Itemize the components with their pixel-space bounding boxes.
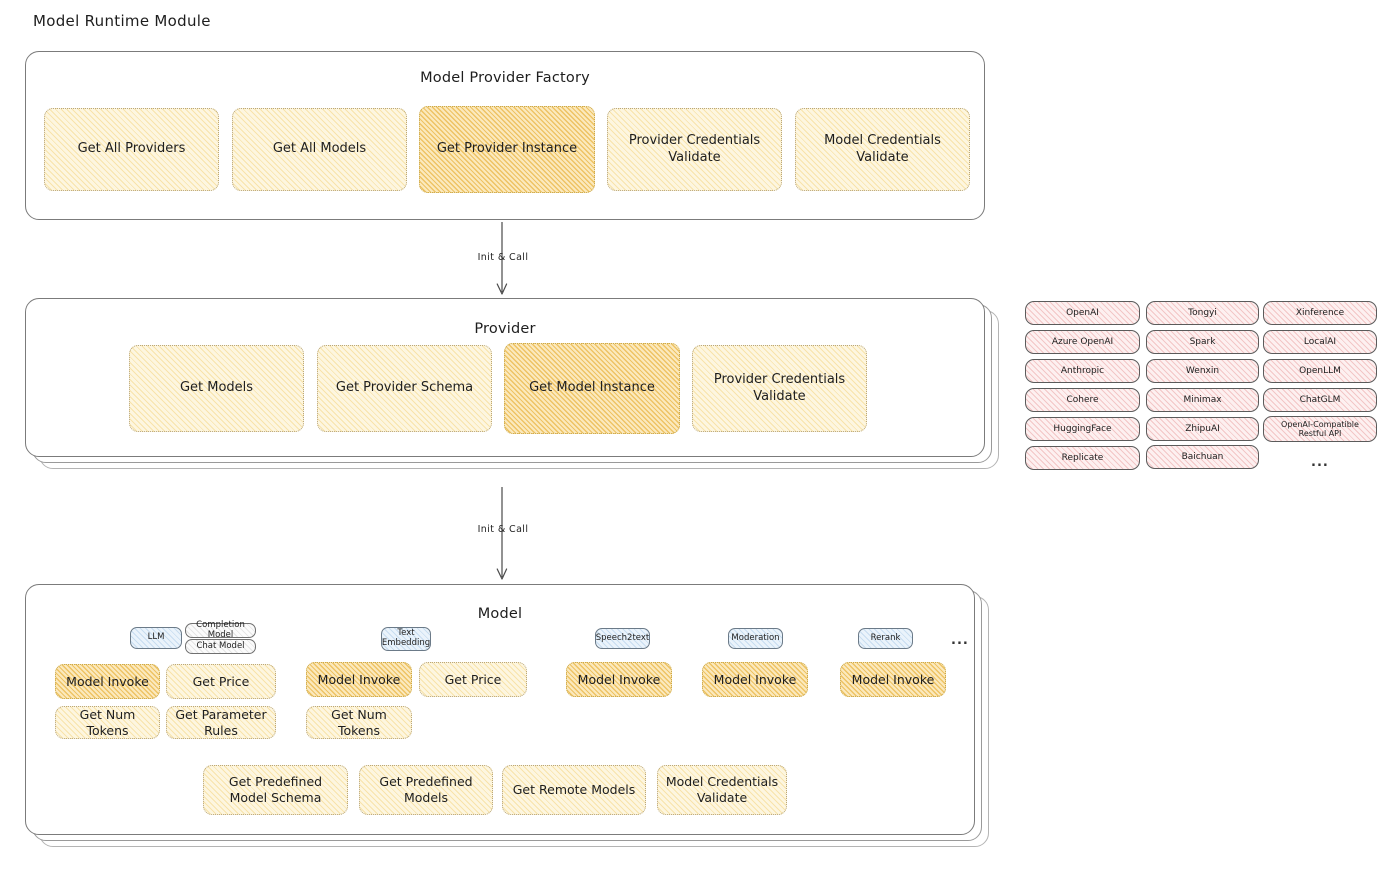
provider-chip-cohere[interactable]: Cohere — [1025, 388, 1140, 412]
speech2text-method-model-invoke[interactable]: Model Invoke — [566, 662, 672, 697]
llm-method-get-num-tokens[interactable]: Get Num Tokens — [55, 706, 160, 739]
arrow-label-init-call-1: Init & Call — [477, 252, 529, 263]
moderation-method-model-invoke[interactable]: Model Invoke — [702, 662, 808, 697]
provider-chip-anthropic[interactable]: Anthropic — [1025, 359, 1140, 383]
page-title: Model Runtime Module — [33, 12, 211, 30]
factory-item-provider-credentials-validate[interactable]: Provider Credentials Validate — [607, 108, 782, 191]
provider-title: Provider — [474, 321, 536, 337]
llm-method-model-invoke[interactable]: Model Invoke — [55, 664, 160, 699]
provider-chip-localai[interactable]: LocalAI — [1263, 330, 1377, 354]
rerank-method-model-invoke[interactable]: Model Invoke — [840, 662, 946, 697]
model-types-more-ellipsis: ... — [951, 633, 969, 648]
provider-chip-openllm[interactable]: OpenLLM — [1263, 359, 1377, 383]
provider-chip-chatglm[interactable]: ChatGLM — [1263, 388, 1377, 412]
arrow-label-init-call-2: Init & Call — [477, 524, 529, 535]
provider-list-more-ellipsis: ... — [1311, 455, 1329, 470]
provider-chip-spark[interactable]: Spark — [1146, 330, 1259, 354]
provider-chip-huggingface[interactable]: HuggingFace — [1025, 417, 1140, 441]
text-embedding-method-get-num-tokens[interactable]: Get Num Tokens — [306, 706, 412, 739]
model-type-badge-moderation[interactable]: Moderation — [728, 628, 783, 649]
model-type-badge-text-embedding[interactable]: Text Embedding — [381, 627, 431, 651]
factory-item-model-credentials-validate[interactable]: Model Credentials Validate — [795, 108, 970, 191]
model-common-get-remote-models[interactable]: Get Remote Models — [502, 765, 646, 815]
model-provider-factory-title: Model Provider Factory — [420, 70, 590, 86]
model-common-get-predefined-model-schema[interactable]: Get Predefined Model Schema — [203, 765, 348, 815]
llm-method-get-price[interactable]: Get Price — [166, 664, 276, 699]
provider-chip-minimax[interactable]: Minimax — [1146, 388, 1259, 412]
provider-chip-openai-compatible-restful-api[interactable]: OpenAI-Compatible Restful API — [1263, 416, 1377, 442]
provider-chip-tongyi[interactable]: Tongyi — [1146, 301, 1259, 325]
provider-chip-baichuan[interactable]: Baichuan — [1146, 445, 1259, 469]
provider-item-get-provider-schema[interactable]: Get Provider Schema — [317, 345, 492, 432]
provider-chip-azure-openai[interactable]: Azure OpenAI — [1025, 330, 1140, 354]
model-common-model-credentials-validate[interactable]: Model Credentials Validate — [657, 765, 787, 815]
arrow-factory-to-provider — [496, 222, 508, 295]
model-subtype-badge-completion-model[interactable]: Completion Model — [185, 620, 256, 639]
model-type-badge-llm[interactable]: LLM — [130, 627, 182, 649]
factory-item-get-all-providers[interactable]: Get All Providers — [44, 108, 219, 191]
provider-chip-wenxin[interactable]: Wenxin — [1146, 359, 1259, 383]
provider-chip-replicate[interactable]: Replicate — [1025, 446, 1140, 470]
provider-item-get-models[interactable]: Get Models — [129, 345, 304, 432]
model-type-badge-speech2text[interactable]: Speech2text — [595, 628, 650, 649]
llm-method-get-parameter-rules[interactable]: Get Parameter Rules — [166, 706, 276, 739]
model-common-get-predefined-models[interactable]: Get Predefined Models — [359, 765, 493, 815]
provider-chip-openai[interactable]: OpenAI — [1025, 301, 1140, 325]
model-type-badge-rerank[interactable]: Rerank — [858, 628, 913, 649]
factory-item-get-all-models[interactable]: Get All Models — [232, 108, 407, 191]
provider-item-provider-credentials-validate[interactable]: Provider Credentials Validate — [692, 345, 867, 432]
arrow-provider-to-model — [496, 487, 508, 580]
model-subtype-badge-chat-model[interactable]: Chat Model — [185, 639, 256, 654]
factory-item-get-provider-instance[interactable]: Get Provider Instance — [419, 106, 595, 193]
provider-item-get-model-instance[interactable]: Get Model Instance — [504, 343, 680, 434]
provider-chip-xinference[interactable]: Xinference — [1263, 301, 1377, 325]
provider-chip-zhipuai[interactable]: ZhipuAI — [1146, 417, 1259, 441]
model-title: Model — [477, 606, 523, 622]
text-embedding-method-model-invoke[interactable]: Model Invoke — [306, 662, 412, 697]
text-embedding-method-get-price[interactable]: Get Price — [419, 662, 527, 697]
